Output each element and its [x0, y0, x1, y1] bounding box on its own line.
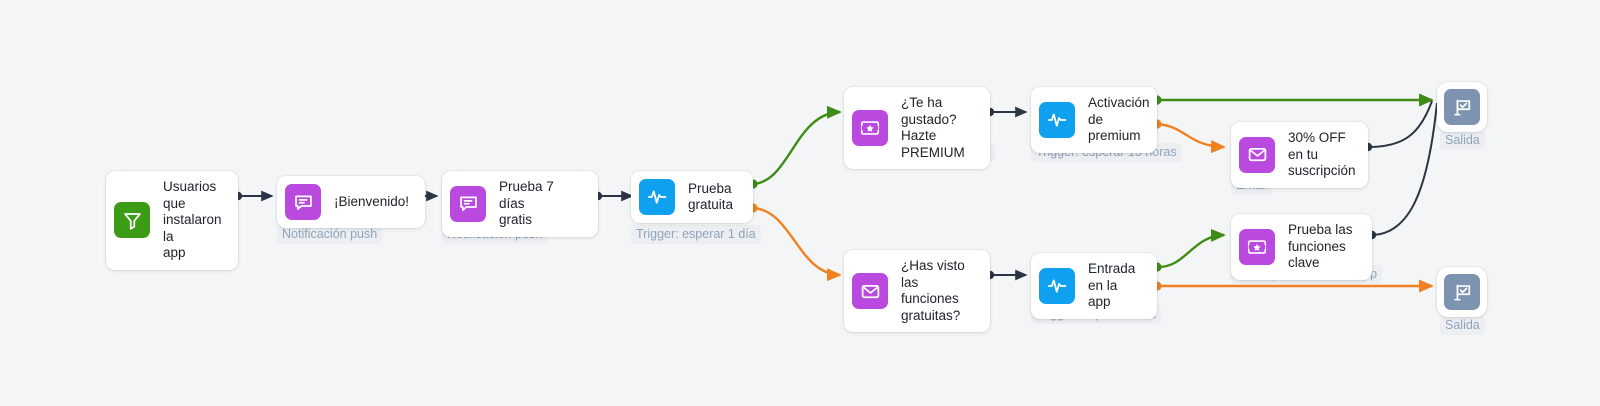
node-title: Prueba las funciones clave — [1288, 222, 1353, 270]
caption-bienvenido: Notificación push — [277, 225, 383, 244]
node-title: Prueba gratuita — [688, 180, 734, 213]
node-hasvisto[interactable]: ¿Has visto las funciones gratuitas? — [844, 250, 990, 332]
funnel-icon — [114, 202, 150, 239]
edge-prueba7dias-pruebagratuita — [593, 190, 634, 202]
node-bienvenido[interactable]: ¡Bienvenido! — [277, 176, 426, 228]
chat-bubble-icon — [450, 185, 486, 222]
chat-bubble-icon — [285, 184, 321, 220]
flag-check-icon — [1444, 89, 1480, 125]
edge-descuento-salidaarriba — [1363, 100, 1433, 152]
edge-activacionpremium-salidaarriba — [1152, 93, 1434, 107]
edge-tehagustado-activacionpremium — [985, 106, 1028, 118]
ticket-icon — [852, 110, 888, 146]
node-activacionpremium[interactable]: Activación de premium — [1031, 87, 1157, 153]
node-descuento[interactable]: 30% OFF en tu suscripción — [1231, 122, 1368, 188]
node-prueba7dias[interactable]: Prueba 7 días gratis — [442, 171, 598, 237]
node-funcionesclave[interactable]: Prueba las funciones clave — [1231, 214, 1372, 280]
ticket-icon — [1239, 228, 1275, 265]
node-pruebagratuita[interactable]: Prueba gratuita — [631, 171, 753, 223]
node-tehagustado[interactable]: ¿Te ha gustado? Hazte PREMIUM — [844, 87, 990, 169]
node-title: ¿Te ha gustado? Hazte PREMIUM — [901, 95, 965, 160]
envelope-icon — [852, 273, 888, 309]
node-title: Activación de premium — [1088, 95, 1150, 143]
envelope-icon — [1239, 136, 1275, 173]
edge-entradaapp-funcionesclave — [1152, 228, 1226, 272]
edge-segmento-bienvenido — [233, 190, 274, 202]
node-entradaapp[interactable]: Entrada en la app — [1031, 253, 1157, 319]
node-segmento[interactable]: Usuarios que instalaron la app — [106, 171, 238, 270]
edge-funcionesclave-salidaarriba — [1367, 102, 1438, 240]
node-title: ¿Has visto las funciones gratuitas? — [901, 258, 965, 323]
node-title: Entrada en la app — [1088, 261, 1136, 309]
caption-salida-arriba: Salida — [1440, 131, 1485, 150]
node-title: Prueba 7 días gratis — [499, 179, 554, 227]
node-salida-arriba[interactable] — [1437, 82, 1487, 132]
edge-hasvisto-entradaapp — [985, 269, 1028, 281]
edge-pruebagratuita-tehagustado — [748, 105, 842, 189]
pulse-icon — [1039, 267, 1075, 304]
node-title: Usuarios que instalaron la app — [163, 179, 222, 260]
caption-salida-abajo: Salida — [1440, 316, 1485, 335]
edge-pruebagratuita-hasvisto — [748, 203, 842, 282]
flag-check-icon — [1444, 274, 1480, 310]
pulse-icon — [639, 179, 675, 215]
caption-pruebagratuita: Trigger: esperar 1 día — [631, 225, 761, 244]
pulse-icon — [1039, 101, 1075, 138]
node-title: ¡Bienvenido! — [334, 193, 410, 209]
node-salida-abajo[interactable] — [1437, 267, 1487, 317]
node-title: 30% OFF en tu suscripción — [1288, 130, 1356, 178]
